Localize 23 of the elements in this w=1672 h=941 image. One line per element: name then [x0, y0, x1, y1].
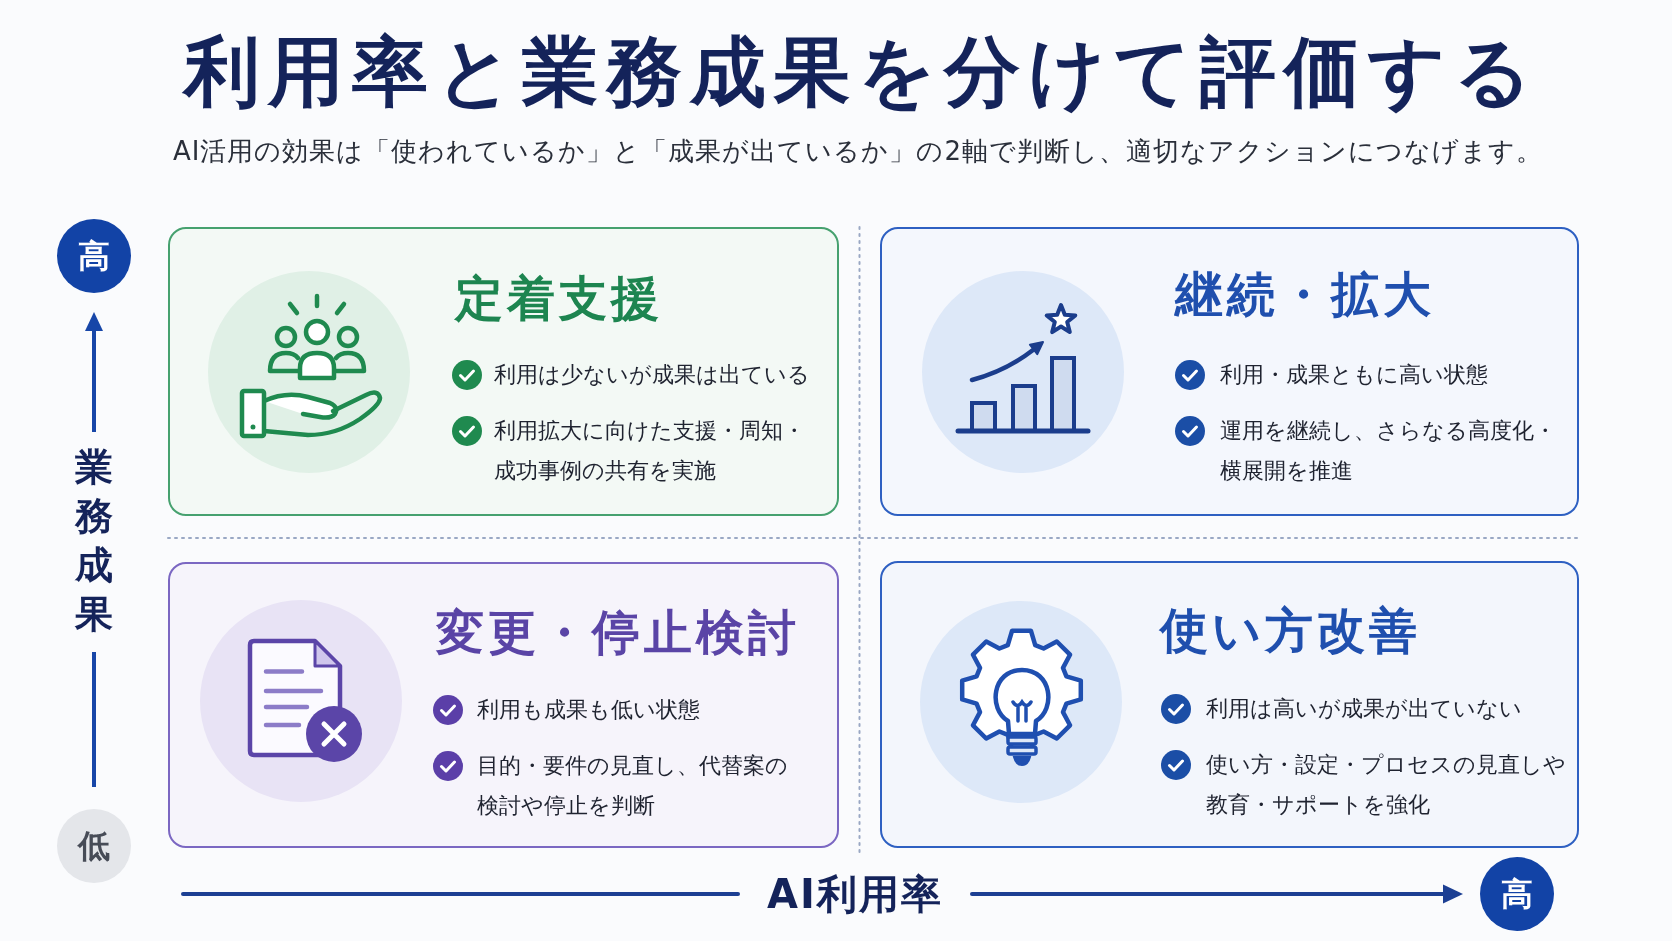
- card-heading: 変更・停止検討: [436, 603, 800, 662]
- level-circle: 低: [57, 809, 131, 883]
- bullet-text: 使い方・設定・プロセスの見直しや教育・サポートを強化: [1206, 751, 1567, 819]
- quadrant-card: [168, 562, 839, 848]
- bullet-text: 利用・成果ともに高い状態: [1220, 361, 1488, 390]
- quadrant-card: [880, 561, 1579, 848]
- bullet-text: 利用も成果も低い状態: [477, 696, 700, 725]
- axis-label: AI利用率: [767, 870, 943, 918]
- bullet-text: 運用を継続し、さらなる高度化・横展開を推進: [1220, 417, 1557, 485]
- bullet-text: 利用は少ないが成果は出ている: [494, 361, 810, 390]
- title: 利用率と業務成果を分けて評価する: [184, 27, 1540, 117]
- bullet-text: 利用は高いが成果が出ていない: [1206, 695, 1522, 724]
- bullet-text: 目的・要件の見直し、代替案の検討や停止を判断: [477, 752, 789, 820]
- card-heading: 使い方改善: [1160, 601, 1421, 660]
- quadrant-card: [880, 227, 1579, 516]
- level-circle: 高: [57, 219, 131, 293]
- level-circle: 高: [1480, 857, 1554, 931]
- axis-label: 業務成果: [74, 444, 114, 638]
- card-heading: 定着支援: [455, 269, 663, 328]
- bullet-text: 利用拡大に向けた支援・周知・成功事例の共有を実施: [494, 417, 806, 485]
- subtitle: AI活用の効果は「使われているか」と「成果が出ているか」の2軸で判断し、適切なアクションにつなげます。: [173, 135, 1543, 168]
- quadrant-card: [168, 227, 839, 516]
- card-heading: 継続・拡大: [1175, 265, 1435, 324]
